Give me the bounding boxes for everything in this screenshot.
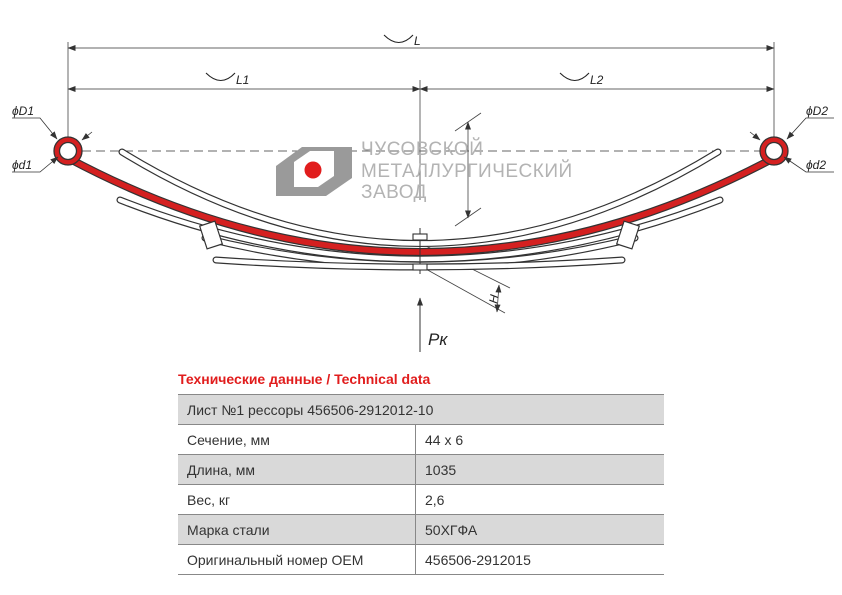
rebound-clips (198, 220, 641, 250)
dimension-l: L (67, 34, 775, 51)
logo-red-dot-icon (304, 161, 322, 179)
arc-symbol-icon (205, 72, 236, 82)
param-cell: Сечение, мм (178, 424, 416, 455)
value-cell: 2,6 (415, 484, 664, 515)
table-row: Сечение, мм 44 x 6 (178, 424, 664, 455)
table-title: Технические данные / Technical data (178, 371, 431, 387)
dim-label-d1-inner: ϕd1 (12, 158, 32, 172)
dimension-l2: L2 (419, 72, 775, 92)
logo-line-1: ЧУСОВСКОЙ (361, 138, 483, 160)
dim-label-d2-inner: ϕd2 (806, 158, 826, 172)
technical-data-table: Лист №1 рессоры 456506-2912012-10 Сечени… (178, 394, 664, 575)
value-cell: 50ХГФА (415, 514, 664, 545)
eye-leaders (12, 117, 834, 173)
eye-left (53, 136, 83, 166)
param-cell: Марка стали (178, 514, 416, 545)
dim-label-l1: L1 (236, 73, 249, 87)
leaf-spring-drawing: L L1 L2 H ЧУСОВСКОЙ МЕТАЛЛУРГИЧЕСКИЙ ЗАВ… (12, 34, 834, 352)
param-cell: Вес, кг (178, 484, 416, 515)
camber-dimension (454, 112, 482, 227)
company-logo: ЧУСОВСКОЙ МЕТАЛЛУРГИЧЕСКИЙ ЗАВОД (276, 138, 573, 203)
center-bolt (412, 228, 428, 274)
value-cell: 456506-2912015 (415, 544, 664, 575)
eye-right (759, 136, 789, 166)
clip-left (198, 220, 224, 250)
value-cell: 44 x 6 (415, 424, 664, 455)
dimension-l1: L1 (67, 72, 421, 92)
clip-right (615, 220, 641, 250)
dim-label-h: H (486, 293, 501, 304)
dim-label-d1-outer: ϕD1 (12, 104, 34, 118)
arc-symbol-icon (559, 72, 590, 82)
dim-label-l2: L2 (590, 73, 604, 87)
logo-line-3: ЗАВОД (361, 182, 427, 203)
param-cell: Длина, мм (178, 454, 416, 485)
arc-symbol-icon (383, 34, 414, 44)
dim-label-l: L (414, 34, 421, 48)
value-cell: 1035 (415, 454, 664, 485)
table-header-cell: Лист №1 рессоры 456506-2912012-10 (178, 394, 664, 425)
dim-label-d2-outer: ϕD2 (806, 104, 828, 118)
param-cell: Оригинальный номер OEM (178, 544, 416, 575)
table-header-row: Лист №1 рессоры 456506-2912012-10 (178, 394, 664, 425)
load-label: Pк (428, 330, 448, 349)
table-row: Вес, кг 2,6 (178, 484, 664, 515)
logo-line-2: МЕТАЛЛУРГИЧЕСКИЙ (361, 160, 573, 182)
table-row: Марка стали 50ХГФА (178, 514, 664, 545)
table-row: Длина, мм 1035 (178, 454, 664, 485)
table-row: Оригинальный номер OEM 456506-2912015 (178, 544, 664, 575)
